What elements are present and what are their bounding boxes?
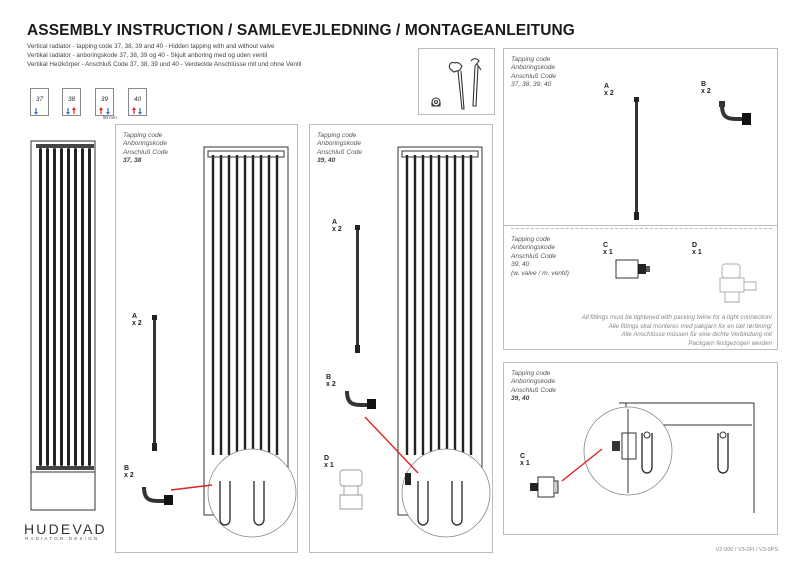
caption-line-da: Anboringskode [317,140,361,148]
radiator-side-assembly [142,146,297,538]
part-qty: x 1 [520,460,530,467]
part-c-detail-illustration [530,402,755,513]
part-letter: B [326,374,332,381]
tools-panel [418,48,495,115]
caption-codes: 39, 40 [511,261,530,269]
brand-logo: HUDEVAD [24,521,107,537]
caption-line-de: Anschluß Code [317,148,363,156]
panel-caption: Tapping code Anboringskode Anschluß Code… [317,132,362,166]
page-title: ASSEMBLY INSTRUCTION / SAMLEVEJLEDNING /… [27,22,575,39]
parts-ab-illustration [634,97,751,220]
caption-line-en: Tapping code [511,56,551,63]
part-qty: x 1 [324,462,334,469]
part-qty: x 2 [701,88,711,95]
caption-valve-note: (w. valve / m. ventil) [511,269,569,277]
part-qty: x 1 [692,249,702,256]
subtitle-en: Vertical radiator - tapping code 37, 38,… [27,43,275,50]
version-code: V2-000 / V3-0FI / V3-0PS [715,547,778,553]
radiator-front-view [30,140,96,511]
panel-code-39-40: Tapping code Anboringskode Anschluß Code… [309,124,493,553]
panel-caption: Tapping code Anboringskode Anschluß Code… [511,370,556,404]
caption-codes: 39, 40 [317,157,336,165]
code-box-38: 38 [62,88,81,116]
panel-caption: Tapping code Anboringskode Anschluß Code… [123,132,168,166]
panel-parts-cd: Tapping code Anboringskode Anschluß Code… [503,226,778,350]
part-qty: x 2 [124,472,134,479]
part-letter: C [520,453,526,460]
panel-part-c-detail: Tapping code Anboringskode Anschluß Code… [503,362,778,535]
part-letter: B [124,465,130,472]
dashed-divider [511,228,772,229]
fitting-note: All fittings must be tightened with pack… [582,314,772,348]
fitting-note-de-2: Packgarn festgezogen werden [688,339,772,347]
fitting-note-en: All fittings must be tightened with pack… [581,314,772,321]
part-letter: C [603,242,609,249]
fitting-note-da: Alle fittings skal monteres med pakgarn … [608,322,772,330]
radiator-side-assembly-valve [339,146,491,538]
code-label: 37 [35,96,44,103]
flow-arrows [34,107,142,115]
part-qty: x 2 [132,320,142,327]
code-box-37: 37 [30,88,49,116]
part-letter: B [701,81,707,88]
caption-line-de: Anschluß Code [511,252,557,260]
code-label: 38 [67,96,76,103]
part-qty: x 1 [603,249,613,256]
dimension-label: 90 mm [103,115,117,120]
caption-line-en: Tapping code [123,132,163,139]
part-qty: x 2 [604,90,614,97]
part-letter: A [332,219,338,226]
parts-cd-illustration [615,259,757,303]
part-letter: A [132,313,138,320]
subtitle-de: Vertikal Heizkörper - Anschluß Code 37, … [27,61,302,68]
part-letter: D [692,242,698,249]
caption-codes: 37, 38 [123,157,142,165]
code-label: 39 [100,96,109,103]
caption-line-de: Anschluß Code [511,386,557,394]
caption-line-da: Anboringskode [511,244,555,252]
fitting-note-de-1: Alle Anschlüsse müssen für eine dichte V… [621,331,772,339]
caption-line-de: Anschluß Code [123,148,169,156]
panel-code-37-38: Tapping code Anboringskode Anschluß Code… [115,124,298,553]
subtitle-da: Vertikal radiator - anboringskode 37, 38… [27,52,268,59]
part-letter: A [604,83,610,90]
code-label: 40 [133,96,142,103]
code-box-40: 40 [128,88,147,116]
code-box-39: 39 [95,88,114,116]
caption-codes: 37, 38, 39, 40 [511,81,552,89]
caption-line-en: Tapping code [511,370,551,377]
caption-codes: 39, 40 [511,395,530,403]
panel-parts-ab: Tapping code Anboringskode Anschluß Code… [503,48,778,229]
caption-line-en: Tapping code [317,132,357,139]
caption-line-en: Tapping code [511,236,551,243]
panel-caption: Tapping code Anboringskode Anschluß Code… [511,236,569,278]
part-qty: x 2 [326,381,336,388]
part-letter: D [324,455,330,462]
panel-caption: Tapping code Anboringskode Anschluß Code… [511,56,556,90]
caption-line-de: Anschluß Code [511,72,557,80]
part-qty: x 2 [332,226,342,233]
brand-tagline: RADIATOR DESIGN [25,536,100,541]
caption-line-da: Anboringskode [511,64,555,72]
caption-line-da: Anboringskode [123,140,167,148]
tools-illustration [431,58,482,110]
caption-line-da: Anboringskode [511,378,555,386]
